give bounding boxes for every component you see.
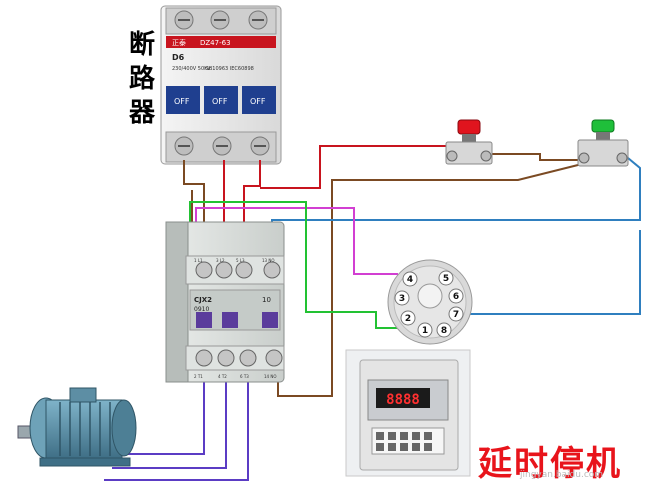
contactor-bottom-terminal-2: 4 T2: [218, 374, 227, 379]
breaker-brand: 正泰: [172, 38, 186, 47]
contactor-code: 0910: [194, 306, 209, 313]
relay-pin-1-socket: [417, 322, 433, 338]
contactor-side-label: 10: [262, 296, 271, 304]
breaker-bottom-terminals: [165, 131, 277, 163]
start-button-cap: [591, 119, 615, 133]
contactor-bottom-terminal-4: 14 NO: [264, 374, 277, 379]
contactor-model: CJX2: [194, 296, 212, 304]
contactor-top-terminal-4: 13 NO: [262, 258, 275, 263]
contactor-top-terminal-3: 5 L3: [236, 258, 245, 263]
breaker-label-char-2: 路: [128, 64, 155, 94]
relay-pin-5-socket: [438, 270, 454, 286]
breaker-handle-1: [166, 86, 200, 114]
circuit-breaker: 正泰 DZ47-63 D6 230/400V 50Hz GB10963 IEC6…: [160, 5, 282, 165]
relay-pin-4: 4: [407, 275, 413, 285]
contactor-window-3: [262, 312, 278, 328]
ac-contactor: 1 L1 3 L2 5 L3 13 NO CJX2 0910 10 2 T1 4…: [165, 221, 285, 383]
relay-pin-7: 7: [453, 310, 459, 320]
motor: [17, 387, 137, 467]
start-button: [577, 119, 629, 167]
contactor-bottom-terminal-3: 6 T3: [240, 374, 249, 379]
wire-purple-1: [120, 368, 205, 455]
breaker-handle-3: [242, 86, 276, 114]
relay-socket: 1 2 3 4 5 6 7 8: [387, 259, 473, 345]
relay-pin-7-socket: [448, 306, 464, 322]
relay-pin-3-socket: [394, 290, 410, 306]
timer-display-digits: 8888: [386, 392, 420, 408]
breaker-standard: GB10963 IEC60898: [205, 66, 254, 72]
relay-pin-1: 1: [422, 326, 428, 336]
breaker-label-char-1: 断: [128, 30, 155, 60]
breaker-model: DZ47-63: [200, 39, 231, 47]
breaker-rating: D6: [172, 53, 185, 62]
contactor-bottom-terminal-1: 2 T1: [194, 374, 203, 379]
relay-pin-2-socket: [400, 310, 416, 326]
wire-brown-to-contactor: [277, 163, 583, 397]
wire-blue-relay-pin7: [462, 230, 641, 315]
breaker-label-char-3: 器: [128, 98, 155, 128]
relay-pin-3: 3: [399, 294, 405, 304]
breaker-off-label-2: OFF: [212, 97, 228, 106]
relay-pin-8-socket: [436, 322, 452, 338]
relay-pin-6: 6: [453, 292, 459, 302]
breaker-off-label-1: OFF: [174, 97, 190, 106]
breaker-handle-2: [204, 86, 238, 114]
time-relay: 8888: [345, 349, 471, 477]
contactor-top-terminal-2: 3 L2: [216, 258, 225, 263]
breaker-top-terminals: [165, 7, 277, 35]
relay-pin-2: 2: [405, 314, 411, 324]
stop-button-cap: [457, 119, 481, 135]
breaker-handles: OFF OFF OFF: [166, 86, 276, 114]
motor-terminal-box: [69, 387, 97, 403]
contactor-top-terminal-1: 1 L1: [194, 258, 203, 263]
wire-purple-3: [104, 368, 249, 481]
timer-title: 延时停机: [478, 444, 622, 484]
stop-button: [445, 119, 493, 165]
breaker-spec: 230/400V 50Hz: [172, 66, 211, 72]
contactor-window-1: [196, 312, 212, 328]
relay-pin-8: 8: [441, 326, 447, 336]
wire-blue-start-to-relay: [271, 157, 641, 262]
breaker-brand-band: [166, 36, 276, 48]
relay-pin-4-socket: [402, 271, 418, 287]
timer-display: [376, 388, 430, 408]
relay-socket-key: [417, 283, 443, 309]
wire-purple-2: [112, 368, 227, 469]
wire-green: [189, 201, 410, 329]
relay-pin-5: 5: [443, 274, 449, 284]
watermark: jingyan.baidu.com: [520, 470, 604, 480]
wire-stop-to-start: [486, 153, 582, 161]
contactor-window-2: [222, 312, 238, 328]
wire-red-to-stop-button: [260, 145, 449, 189]
motor-base: [39, 457, 131, 467]
relay-pin-6-socket: [448, 288, 464, 304]
breaker-off-label-3: OFF: [250, 97, 266, 106]
